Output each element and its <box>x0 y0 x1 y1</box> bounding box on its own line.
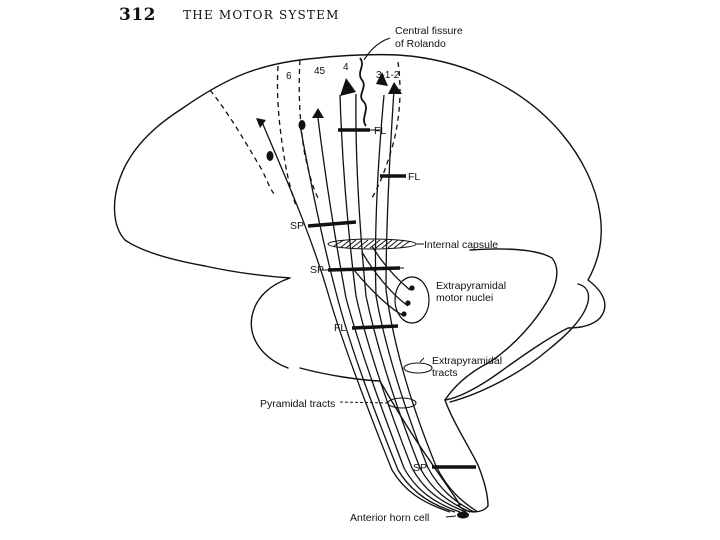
cerebellum-outline <box>449 283 590 403</box>
label-central-fissure-2: of Rolando <box>395 38 446 50</box>
label-sp-upper: SP <box>290 220 304 232</box>
fibre-extrapyramidal <box>371 245 411 291</box>
label-fl-lower: FL <box>334 322 346 334</box>
label-fl-mid: FL <box>408 171 420 183</box>
dashed-boundary-postcentral <box>371 61 401 199</box>
label-central-fissure-1: Central fissure <box>395 25 463 37</box>
page-header: 312 THE MOTOR SYSTEM <box>119 5 340 25</box>
label-pyramidal-tracts: Pyramidal tracts <box>260 398 335 410</box>
area-label-3-1-2: 3-1-2 <box>376 70 400 81</box>
label-extrapyramidal-nuclei-1: Extrapyramidal <box>436 280 506 292</box>
arrowhead <box>256 118 266 128</box>
area-label-45: 45 <box>314 66 326 77</box>
area-label-6: 6 <box>286 71 292 82</box>
fibre <box>317 117 461 513</box>
fibre <box>339 94 467 513</box>
area-label-4: 4 <box>343 62 349 73</box>
label-sp-cord: SP <box>413 462 427 474</box>
extrapyramidal-tract-section <box>403 362 433 374</box>
label-anterior-horn-cell: Anterior horn cell <box>350 512 429 524</box>
dashed-boundary-frontal <box>209 89 277 197</box>
dashed-boundary-area6 <box>276 65 297 207</box>
fibre <box>299 124 456 513</box>
central-fissure-line <box>359 57 367 127</box>
central-fissure-pointer <box>363 37 391 61</box>
fibre-extrapyramidal <box>353 269 405 317</box>
fibre <box>355 93 471 513</box>
label-extrapyramidal-tracts-1: Extrapyramidal <box>432 355 502 367</box>
section-bar-sp-upper <box>307 220 357 228</box>
brain-outline <box>113 53 606 401</box>
leader <box>445 515 457 518</box>
leader <box>419 357 425 363</box>
pyramidal-tract-section <box>387 397 417 409</box>
section-bar-sp-lower <box>327 266 401 272</box>
chapter-title: THE MOTOR SYSTEM <box>183 8 340 22</box>
fibre <box>374 94 475 513</box>
nucleus-cell <box>401 311 407 317</box>
page-number: 312 <box>119 5 156 25</box>
cell-body <box>266 151 274 161</box>
temporal-lobe-outline <box>299 248 558 401</box>
leader-dashed <box>339 401 389 404</box>
fibre <box>385 89 479 513</box>
nucleus-cell <box>405 300 411 306</box>
section-bar-fl-lower <box>351 324 399 330</box>
cell-body <box>298 120 306 130</box>
label-extrapyramidal-tracts-2: tracts <box>432 367 458 379</box>
nucleus-cell <box>409 285 415 291</box>
pyramidal-cell <box>388 82 402 94</box>
pyramidal-cell <box>376 72 388 86</box>
label-internal-capsule: Internal capsule <box>424 239 498 251</box>
extrapyramidal-nuclei-ring <box>394 276 430 324</box>
label-extrapyramidal-nuclei-2: motor nuclei <box>436 292 493 304</box>
arrowhead <box>312 108 324 118</box>
pyramidal-cell <box>340 78 356 96</box>
label-sp-lower: SP <box>310 264 324 276</box>
fibre-extrapyramidal <box>361 251 409 307</box>
internal-capsule-band <box>327 238 417 250</box>
label-fl-upper: FL <box>374 125 386 137</box>
fibre <box>261 121 451 513</box>
anterior-horn-cell-body <box>457 511 469 519</box>
